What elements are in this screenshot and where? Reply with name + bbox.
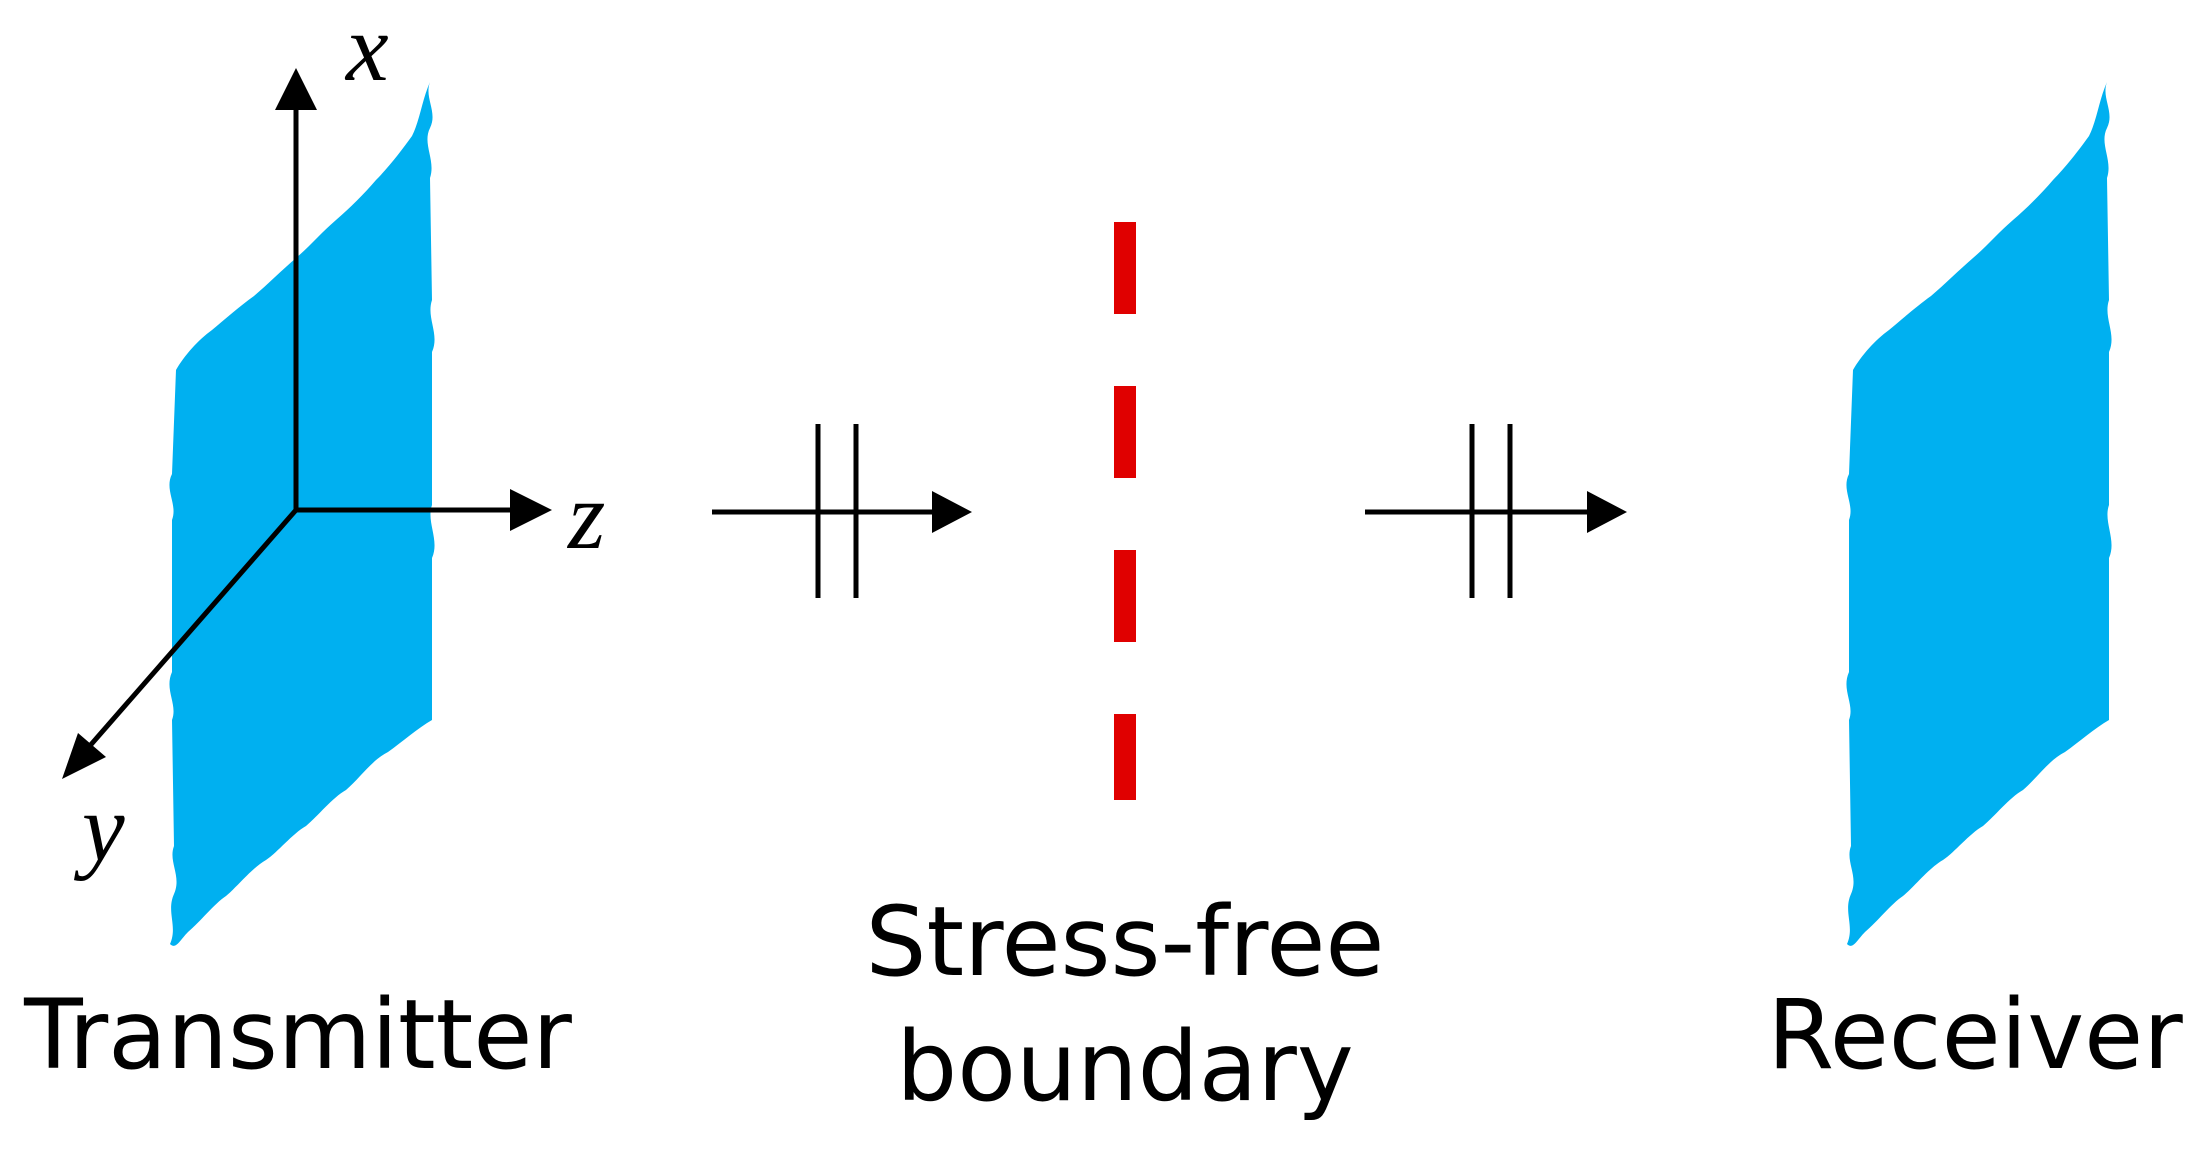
x-axis-arrowhead	[275, 68, 317, 110]
y-axis-arrowhead	[62, 733, 106, 779]
receiver-label: Receiver	[1767, 979, 2183, 1091]
y-axis-label: y	[73, 774, 125, 881]
transmitter-label: Transmitter	[23, 979, 572, 1091]
receiver-plate	[1846, 82, 2112, 946]
propagation-arrow-1	[712, 424, 972, 598]
transmitter-plate	[169, 82, 435, 946]
y-axis-line	[86, 508, 298, 750]
x-axis-label: x	[344, 0, 389, 101]
coordinate-axes	[62, 68, 552, 779]
z-axis-arrowhead	[510, 489, 552, 531]
boundary-label-line2: boundary	[896, 1011, 1353, 1123]
propagation-arrow-2	[1365, 424, 1627, 598]
boundary-label-line1: Stress-free	[866, 886, 1385, 998]
z-axis-label: z	[566, 462, 605, 569]
